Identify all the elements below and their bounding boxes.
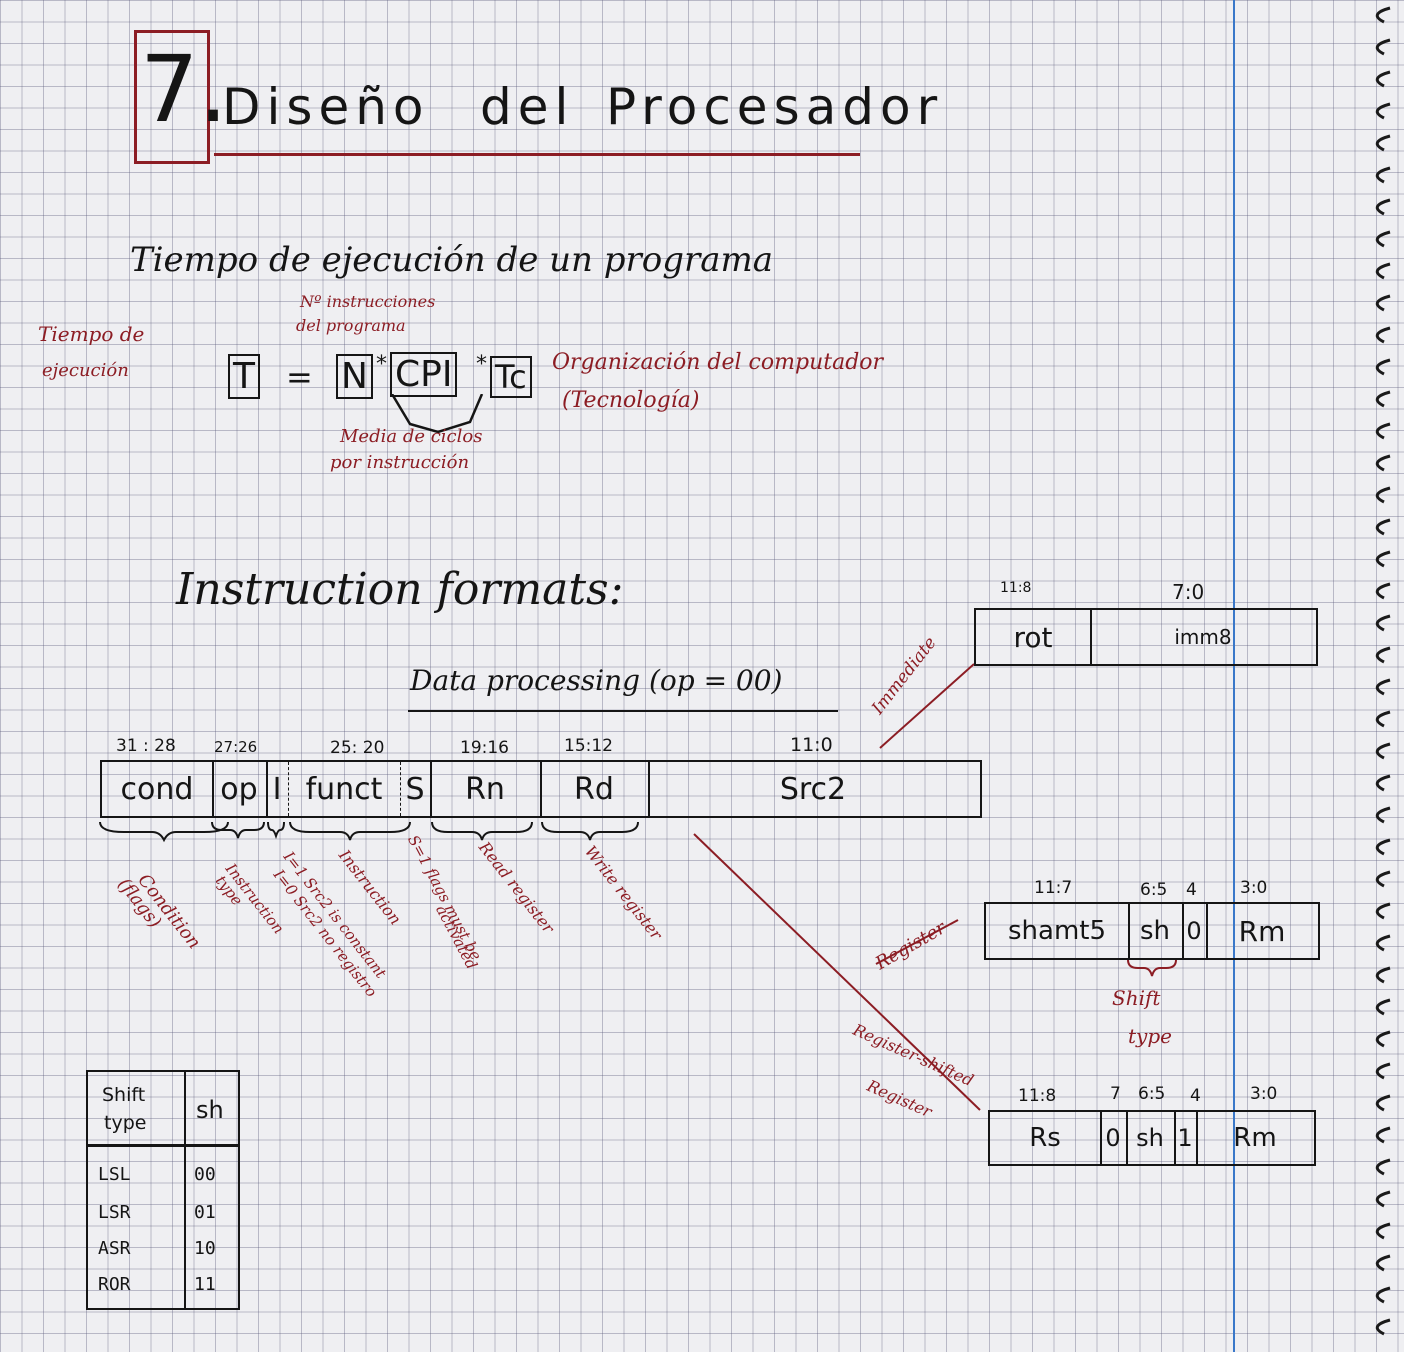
shift-row-sh: 10 — [194, 1238, 216, 1259]
field-cond: cond — [102, 762, 214, 816]
shift-row-type: LSR — [98, 1202, 131, 1223]
rsr-field-rs: Rs — [990, 1112, 1102, 1164]
cpi-note-line2: por instrucción — [330, 452, 470, 473]
spiral-binding — [1375, 6, 1391, 1336]
imm-field-rot: rot — [976, 610, 1092, 664]
reg-bits-zero: 4 — [1186, 880, 1197, 900]
shift-type-note-line1: Shift — [1112, 986, 1161, 1010]
side-label-line1: Tiempo de — [38, 322, 145, 346]
n-note-line1: Nº instrucciones — [300, 292, 436, 311]
register-format-row: shamt5 sh 0 Rm — [984, 902, 1320, 960]
rsr-bits-rs: 11:8 — [1018, 1086, 1057, 1106]
bits-rd: 15:12 — [564, 736, 613, 756]
formula-times-2: * — [476, 352, 487, 377]
field-i: I — [266, 762, 289, 816]
rsr-field-rm: Rm — [1233, 1123, 1277, 1153]
bits-rn: 19:16 — [460, 738, 509, 758]
shift-type-brace — [1127, 959, 1177, 977]
imm-bits-rot: 11:8 — [1000, 580, 1032, 596]
shift-row-sh: 01 — [194, 1202, 216, 1223]
field-src2: Src2 — [779, 771, 847, 807]
n-note-line2: del programa — [296, 316, 406, 335]
note-s-line1: S=1 flags must be — [404, 832, 486, 964]
register-shifted-format-row: Rs 0 sh 1 Rm — [988, 1110, 1316, 1166]
note-rd: Write register — [581, 842, 667, 944]
field-braces — [99, 821, 639, 843]
rsr-bits-sh: 6:5 — [1138, 1084, 1166, 1104]
formula-tc: Tc — [490, 356, 532, 398]
reg-field-rm: Rm — [1238, 914, 1286, 948]
imm-field-imm8: imm8 — [1174, 625, 1232, 649]
immediate-format-row: rot imm8 — [974, 608, 1318, 666]
shift-row-sh: 11 — [194, 1274, 216, 1295]
formula-n: N — [336, 354, 373, 399]
shift-row-type: LSL — [98, 1164, 131, 1185]
execution-time-heading: Tiempo de ejecución de un programa — [130, 240, 774, 280]
shift-type-table: Shift type sh LSL 00 LSR 01 ASR 10 ROR 1… — [86, 1070, 240, 1310]
side-label-line2: ejecución — [42, 360, 129, 381]
reg-field-sh: sh — [1128, 904, 1184, 958]
rsr-bits-rm: 3:0 — [1250, 1084, 1278, 1104]
rsr-field-one: 1 — [1174, 1112, 1198, 1164]
shift-table-header-sh: sh — [196, 1096, 224, 1124]
formats-subheading: Data processing (op = 00) — [410, 664, 783, 697]
shift-row-type: ROR — [98, 1274, 131, 1295]
shift-row-type: ASR — [98, 1238, 131, 1259]
tc-note-line1: Organización del computador — [552, 350, 884, 375]
reg-bits-sh: 6:5 — [1140, 880, 1168, 900]
formula-t: T — [228, 354, 260, 399]
note-rn: Read register — [475, 838, 559, 937]
field-rd: Rd — [540, 762, 650, 816]
rsr-bits-one: 4 — [1190, 1086, 1201, 1106]
field-s: S — [400, 762, 432, 816]
formats-heading: Instruction formats: — [176, 564, 624, 615]
imm-bits-imm8: 7:0 — [1172, 580, 1205, 604]
formula-times-1: * — [376, 352, 387, 377]
bits-cond: 31 : 28 — [116, 736, 176, 756]
rsr-field-sh: sh — [1126, 1112, 1176, 1164]
title-underline — [214, 153, 860, 156]
shift-table-header-separator — [88, 1144, 238, 1147]
field-rn: Rn — [430, 762, 542, 816]
formula-cpi: CPI — [390, 352, 458, 397]
field-funct: funct — [288, 762, 401, 816]
rsr-field-zero: 0 — [1100, 1112, 1128, 1164]
reg-bits-shamt5: 11:7 — [1034, 878, 1073, 898]
shift-table-header-type-line1: Shift — [102, 1084, 146, 1106]
notebook-margin-line — [1233, 0, 1235, 1352]
reg-field-shamt5: shamt5 — [986, 904, 1130, 958]
shift-row-sh: 00 — [194, 1164, 216, 1185]
src2-connector-lines — [693, 663, 981, 1111]
cpi-note-line1: Media de ciclos — [340, 426, 483, 447]
formula-equals: = — [286, 358, 313, 396]
bits-src2: 11:0 — [790, 734, 833, 756]
title-word-procesador: Procesador — [606, 78, 944, 136]
reg-bits-rm: 3:0 — [1240, 878, 1268, 898]
cpi-pentagon-tail — [390, 394, 484, 434]
data-processing-instruction-row: cond op I funct S Rn Rd Src2 — [100, 760, 982, 818]
title-word-diseno: Diseño — [222, 78, 430, 136]
field-op: op — [212, 762, 268, 816]
shift-table-header-type-line2: type — [104, 1112, 147, 1134]
reg-field-zero: 0 — [1182, 904, 1208, 958]
note-i-line1: I=1 Src2 is constant — [279, 848, 390, 982]
rsr-bits-zero: 7 — [1110, 1084, 1121, 1104]
tc-note-line2: (Tecnología) — [562, 388, 700, 413]
subheading-underline — [408, 710, 838, 712]
shift-type-note-line2: type — [1128, 1024, 1172, 1048]
bits-op: 27:26 — [214, 738, 258, 756]
chapter-number-box — [134, 30, 210, 164]
bits-funct: 25: 20 — [330, 738, 385, 758]
title-word-del: del — [480, 78, 575, 136]
shift-table-column-separator — [184, 1072, 186, 1308]
chapter-number: 7. — [140, 36, 228, 143]
